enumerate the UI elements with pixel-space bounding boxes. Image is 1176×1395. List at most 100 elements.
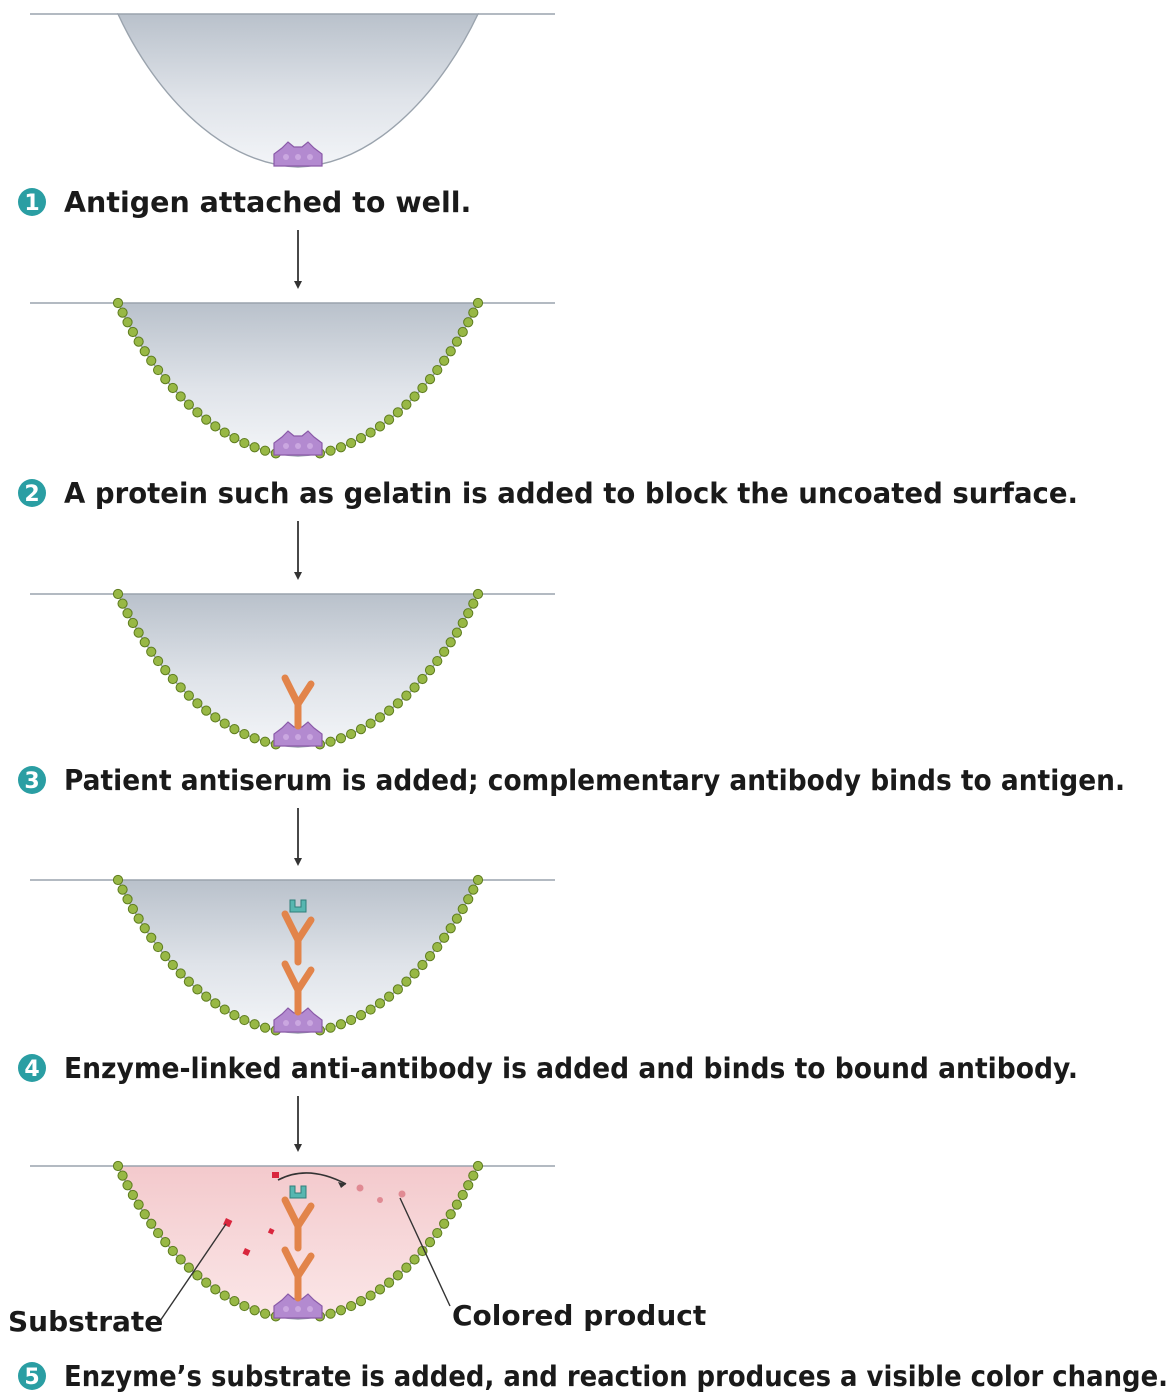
gelatin-bead xyxy=(356,1011,365,1020)
gelatin-bead xyxy=(147,1219,156,1228)
step-1-caption: Antigen attached to well. xyxy=(64,186,471,219)
gelatin-bead xyxy=(147,933,156,942)
gelatin-bead xyxy=(326,1309,335,1318)
antigen-spot xyxy=(283,443,289,449)
gelatin-bead xyxy=(375,999,384,1008)
gelatin-bead xyxy=(326,737,335,746)
gelatin-bead xyxy=(113,1161,122,1170)
microtiter-well xyxy=(118,14,478,167)
gelatin-bead xyxy=(418,674,427,683)
step-badge: 1 xyxy=(18,188,46,216)
gelatin-bead xyxy=(220,428,229,437)
gelatin-bead xyxy=(393,985,402,994)
antigen-spot xyxy=(307,1306,313,1312)
gelatin-bead xyxy=(140,638,149,647)
gelatin-bead xyxy=(140,924,149,933)
antigen-spot xyxy=(307,734,313,740)
gelatin-bead xyxy=(123,318,132,327)
gelatin-bead xyxy=(240,729,249,738)
gelatin-bead xyxy=(184,1263,193,1272)
gelatin-bead xyxy=(153,1228,162,1237)
step-number: 1 xyxy=(24,191,39,216)
gelatin-bead xyxy=(384,415,393,424)
step-badge: 3 xyxy=(18,766,46,794)
step-number: 4 xyxy=(24,1057,39,1082)
step-arrow-head xyxy=(294,572,302,580)
gelatin-bead xyxy=(336,443,345,452)
gelatin-bead xyxy=(128,904,137,913)
gelatin-bead xyxy=(250,1306,259,1315)
substrate-label: Substrate xyxy=(8,1305,163,1338)
step-5-panel: SubstrateColored product5Enzyme’s substr… xyxy=(8,1161,1168,1393)
gelatin-bead xyxy=(473,298,482,307)
gelatin-bead xyxy=(161,375,170,384)
antigen-spot xyxy=(307,1020,313,1026)
step-4-caption: Enzyme-linked anti-antibody is added and… xyxy=(64,1052,1078,1085)
gelatin-bead xyxy=(440,356,449,365)
gelatin-bead xyxy=(469,308,478,317)
gelatin-bead xyxy=(458,1190,467,1199)
gelatin-bead xyxy=(140,1210,149,1219)
gelatin-bead xyxy=(202,415,211,424)
gelatin-bead xyxy=(220,1291,229,1300)
gelatin-bead xyxy=(464,609,473,618)
gelatin-bead xyxy=(452,628,461,637)
gelatin-bead xyxy=(113,589,122,598)
gelatin-bead xyxy=(402,977,411,986)
gelatin-bead xyxy=(118,885,127,894)
step-number: 5 xyxy=(24,1365,39,1390)
gelatin-bead xyxy=(418,383,427,392)
gelatin-bead xyxy=(433,1228,442,1237)
gelatin-bead xyxy=(118,599,127,608)
gelatin-bead xyxy=(153,365,162,374)
gelatin-bead xyxy=(153,656,162,665)
antigen-spot xyxy=(283,1306,289,1312)
gelatin-bead xyxy=(260,1309,269,1318)
gelatin-bead xyxy=(425,1238,434,1247)
gelatin-bead xyxy=(473,1161,482,1170)
gelatin-bead xyxy=(393,699,402,708)
gelatin-bead xyxy=(393,408,402,417)
gelatin-bead xyxy=(240,1015,249,1024)
gelatin-bead xyxy=(184,977,193,986)
gelatin-bead xyxy=(202,1278,211,1287)
gelatin-bead xyxy=(326,1023,335,1032)
gelatin-bead xyxy=(458,904,467,913)
gelatin-bead xyxy=(184,691,193,700)
antigen-spot xyxy=(295,1306,301,1312)
gelatin-bead xyxy=(168,1246,177,1255)
gelatin-bead xyxy=(336,1020,345,1029)
gelatin-bead xyxy=(375,422,384,431)
gelatin-bead xyxy=(211,713,220,722)
antigen-spot xyxy=(283,154,289,160)
gelatin-bead xyxy=(326,446,335,455)
gelatin-bead xyxy=(147,647,156,656)
gelatin-bead xyxy=(464,318,473,327)
gelatin-bead xyxy=(336,1306,345,1315)
gelatin-bead xyxy=(425,666,434,675)
step-badge: 2 xyxy=(18,479,46,507)
gelatin-bead xyxy=(346,438,355,447)
gelatin-bead xyxy=(184,400,193,409)
gelatin-bead xyxy=(230,1011,239,1020)
gelatin-bead xyxy=(260,737,269,746)
gelatin-bead xyxy=(153,942,162,951)
gelatin-bead xyxy=(168,960,177,969)
substrate-molecule xyxy=(272,1172,279,1178)
gelatin-bead xyxy=(140,347,149,356)
microtiter-well xyxy=(118,303,478,456)
gelatin-bead xyxy=(346,1301,355,1310)
gelatin-bead xyxy=(113,298,122,307)
gelatin-bead xyxy=(176,969,185,978)
gelatin-bead xyxy=(384,1278,393,1287)
gelatin-bead xyxy=(220,1005,229,1014)
step-arrow-head xyxy=(294,281,302,289)
gelatin-bead xyxy=(418,960,427,969)
gelatin-bead xyxy=(402,400,411,409)
step-badge: 4 xyxy=(18,1054,46,1082)
gelatin-bead xyxy=(433,365,442,374)
gelatin-bead xyxy=(375,1285,384,1294)
gelatin-bead xyxy=(128,327,137,336)
gelatin-bead xyxy=(375,713,384,722)
